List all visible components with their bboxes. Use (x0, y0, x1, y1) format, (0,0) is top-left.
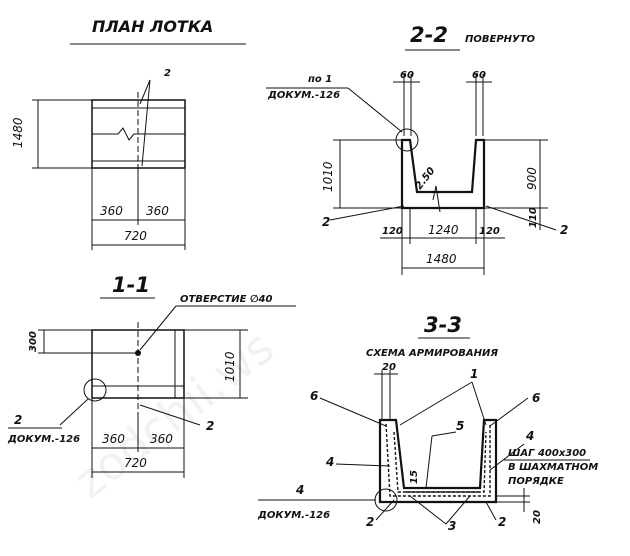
plan-dim-height: 1480 (11, 117, 25, 148)
section-33-mark-3: 3 (448, 519, 456, 533)
section-11-dim-right: 360 (150, 432, 173, 446)
section-22-node-doc: ДОКУМ.-126 (267, 90, 340, 101)
section-22-mark-leader (329, 205, 405, 221)
section-33-dim-top: 20 (382, 362, 396, 373)
section-33-mark-6-right: 6 (532, 391, 540, 405)
section-33-node-doc: ДОКУМ.-126 (257, 510, 330, 521)
section-22-dim-top-left: 60 (400, 70, 414, 81)
section-22-dim-right-height: 900 (525, 167, 539, 190)
plan-dim-total: 720 (124, 229, 147, 243)
section-22-node-label: по 1 (308, 74, 332, 85)
section-33-mark-leader (489, 443, 525, 471)
section-33-mark-6-left: 6 (310, 389, 318, 403)
section-22-dim-wall-right: 120 (479, 226, 500, 237)
section-33-mark-1: 1 (470, 367, 478, 381)
section-33-mark-leader (471, 381, 487, 426)
plan-dim-right: 360 (146, 204, 169, 218)
section-33-mark-leader (485, 501, 497, 521)
section-33-mark-2-left: 2 (366, 515, 374, 529)
plan-mark-leader (139, 79, 151, 105)
section-22-title: 2-2 (410, 23, 448, 47)
section-22-dim-total: 1480 (426, 252, 457, 266)
section-11-hole (135, 350, 141, 356)
section-33-subtitle: СХЕМА АРМИРОВАНИЯ (366, 348, 498, 359)
section-22-dim-wall-left: 120 (382, 226, 403, 237)
section-11-hole-leader (139, 305, 177, 351)
section-33-rebar-outer (385, 423, 491, 497)
section-33-mark-leader (335, 463, 391, 467)
section-22-dim-right-base: 110 (528, 207, 539, 228)
section-22-dim-height: 1010 (321, 161, 335, 192)
section-22-break (432, 185, 441, 213)
section-11-node-label: 2 (14, 413, 22, 427)
watermark-text: zodchii.ws (64, 320, 285, 509)
section-33-mark-leader (431, 431, 457, 437)
section-22-node-leader (347, 87, 403, 133)
section-33-rebar-inner (393, 431, 487, 493)
section-11-title: 1-1 (112, 273, 150, 297)
section-33-mark-leader (489, 397, 529, 427)
section-11-mark-right: 2 (206, 419, 214, 433)
plan-break-line (92, 127, 185, 141)
section-22-mark-right: 2 (560, 223, 568, 237)
section-11-dim-hole: 300 (28, 331, 39, 352)
section-33-mark-leader (445, 495, 471, 525)
section-22-subtitle: ПОВЕРНУТО (465, 34, 536, 45)
section-33-mark-4-right: 4 (525, 429, 534, 443)
section-33-mark-leader (425, 435, 433, 489)
plan-view: ПЛАН ЛОТКА 2 1480 360 360 720 (11, 17, 246, 250)
section-2-2: 2-2 ПОВЕРНУТО по 1 ДОКУМ.-126 60 60 2.50… (266, 23, 568, 275)
section-33-mark-leader (409, 495, 447, 525)
section-33-mark-15: 15 (409, 470, 420, 484)
section-33-dim-bottom: 20 (532, 510, 543, 524)
section-11-mark-leader (139, 404, 201, 426)
section-22-slope: 2.50 (414, 166, 438, 192)
section-11-node-leader (59, 398, 89, 426)
section-22-mark-leader (485, 205, 557, 231)
section-33-note-line-2: В ШАХМАТНОМ (508, 462, 598, 473)
section-33-mark-leader (399, 381, 473, 426)
section-33-mark-5: 5 (456, 419, 464, 433)
section-33-mark-leader (375, 499, 395, 521)
plan-dim-left: 360 (100, 204, 123, 218)
section-22-dim-top-right: 60 (472, 70, 486, 81)
section-11-dim-total: 720 (124, 456, 147, 470)
section-11-node-circle (83, 378, 107, 402)
section-33-mark-leader (319, 397, 387, 427)
section-3-3: 3-3 СХЕМА АРМИРОВАНИЯ 20 1 6 6 5 4 4 15 … (257, 313, 598, 533)
section-11-dim-height: 1010 (223, 351, 237, 382)
section-11-node-doc: ДОКУМ.-126 (7, 434, 80, 445)
section-11-hole-label: ОТВЕРСТИЕ ∅40 (180, 294, 272, 305)
section-11-dim-left: 360 (102, 432, 125, 446)
plan-mark-leader (141, 79, 151, 167)
section-22-mark-left: 2 (322, 215, 330, 229)
section-33-mark-2-right: 2 (498, 515, 506, 529)
plan-mark-label: 2 (164, 68, 171, 79)
section-33-title: 3-3 (424, 313, 462, 337)
section-33-note-line-3: ПОРЯДКЕ (508, 476, 564, 487)
section-22-dim-inner: 1240 (428, 223, 459, 237)
section-22-channel (400, 138, 486, 210)
plan-title: ПЛАН ЛОТКА (92, 17, 213, 36)
section-33-note-line-1: ШАГ 400х300 (508, 448, 586, 459)
section-33-node-label: 4 (295, 483, 304, 497)
section-33-mark-4-left: 4 (325, 455, 334, 469)
section-1-1: 1-1 ОТВЕРСТИЕ ∅40 300 1010 2 ДОКУМ.-126 … (7, 273, 296, 478)
